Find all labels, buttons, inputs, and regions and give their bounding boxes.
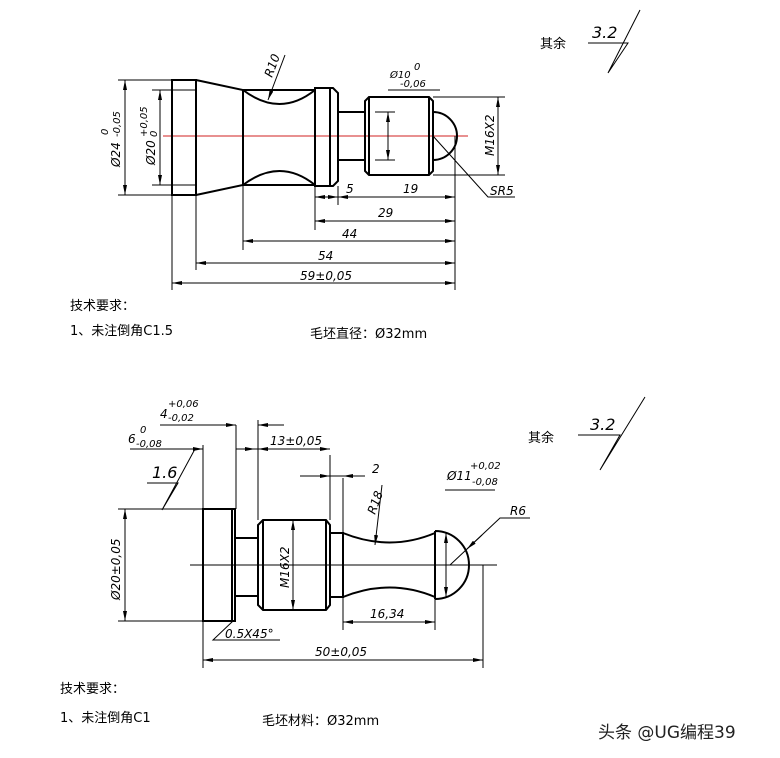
roughness-value: 3.2 [592, 23, 617, 42]
requirements-item: 1、未注倒角C1 [60, 711, 151, 726]
blank-material: 毛坯材料：Ø32mm [262, 714, 379, 729]
r18-waist [342, 532, 436, 598]
dim-r18: R18 [365, 489, 386, 516]
dim-4-lower: -0,02 [168, 413, 194, 424]
thread-section [364, 96, 434, 176]
taper [195, 79, 244, 196]
sphere-end [432, 111, 458, 161]
dim-44: 44 [342, 227, 357, 241]
dim-29: 29 [378, 206, 393, 220]
dim-16-34: 16,34 [370, 607, 404, 621]
dim-d24-upper: 0 [100, 129, 111, 135]
dim-d20-lower: 0 [149, 131, 160, 137]
roughness-value: 3.2 [590, 415, 615, 434]
collar [314, 87, 339, 187]
bottom-dimension-texts: 4 +0,06 -0,02 6 0 -0,08 13±0,05 2 R18 Ø1… [109, 399, 526, 659]
dim-6-upper: 0 [140, 425, 146, 436]
requirements-item: 1、未注倒角C1.5 [70, 324, 173, 339]
requirements-title: 技术要求： [60, 682, 125, 697]
neck [235, 537, 258, 597]
roughness-other-label: 其余 [540, 36, 566, 52]
top-dimension-lines [118, 54, 515, 290]
dim-r10: R10 [262, 52, 283, 79]
small-neck [338, 111, 365, 161]
flange [171, 79, 197, 196]
roughness-local-value: 1.6 [152, 463, 177, 482]
dim-sr5: SR5 [490, 184, 514, 198]
dim-chamfer: 0.5X45° [225, 627, 274, 641]
dim-2: 2 [372, 462, 380, 476]
bottom-roughness-symbol: 其余 3.2 [528, 396, 646, 471]
watermark: 头条 @UG编程39 [598, 723, 736, 743]
bottom-part-outline [190, 508, 497, 622]
dim-5: 5 [346, 182, 354, 196]
dim-13: 13±0,05 [270, 434, 322, 448]
dim-d11-lower: -0,08 [472, 477, 498, 488]
groove [330, 532, 344, 598]
dim-d20: Ø20 [144, 140, 158, 166]
dim-m16: M16X2 [483, 115, 497, 156]
sphere-end [434, 530, 470, 600]
dim-59: 59±0,05 [300, 269, 352, 283]
flange [202, 508, 236, 622]
dim-m16: M16X2 [278, 547, 292, 588]
roughness-other-label: 其余 [528, 430, 554, 446]
dim-r6: R6 [510, 504, 526, 518]
dim-d20-upper: +0,05 [139, 106, 150, 137]
dim-d10-upper: 0 [414, 62, 420, 73]
dim-6-lower: -0,08 [136, 439, 162, 450]
top-roughness-symbol: 其余 3.2 [540, 9, 641, 74]
dim-d24-lower: -0,05 [112, 111, 123, 137]
dim-d10-lower: -0,06 [400, 79, 426, 90]
top-dimension-texts: Ø24 -0,05 0 Ø20 +0,05 0 R10 Ø10 0 -0,06 … [100, 52, 514, 283]
dim-4: 4 [160, 407, 168, 421]
dim-d10: Ø10 [389, 69, 411, 81]
dim-50: 50±0,05 [315, 645, 367, 659]
dim-54: 54 [318, 249, 333, 263]
dim-6: 6 [128, 432, 136, 446]
bottom-dimension-lines [118, 420, 530, 668]
dim-d24: Ø24 [109, 142, 123, 168]
dim-4-upper: +0,06 [168, 399, 199, 410]
local-roughness-symbol: 1.6 [147, 448, 196, 511]
top-part-outline [163, 79, 468, 196]
blank-size: 毛坯直径：Ø32mm [310, 327, 427, 342]
requirements-title: 技术要求： [70, 299, 135, 314]
dim-19: 19 [403, 182, 418, 196]
r10-neck [242, 89, 316, 186]
thread-section [257, 519, 331, 611]
dim-d11: Ø11 [446, 469, 472, 483]
dim-d20: Ø20±0,05 [109, 539, 123, 602]
dim-d11-upper: +0,02 [470, 461, 501, 472]
